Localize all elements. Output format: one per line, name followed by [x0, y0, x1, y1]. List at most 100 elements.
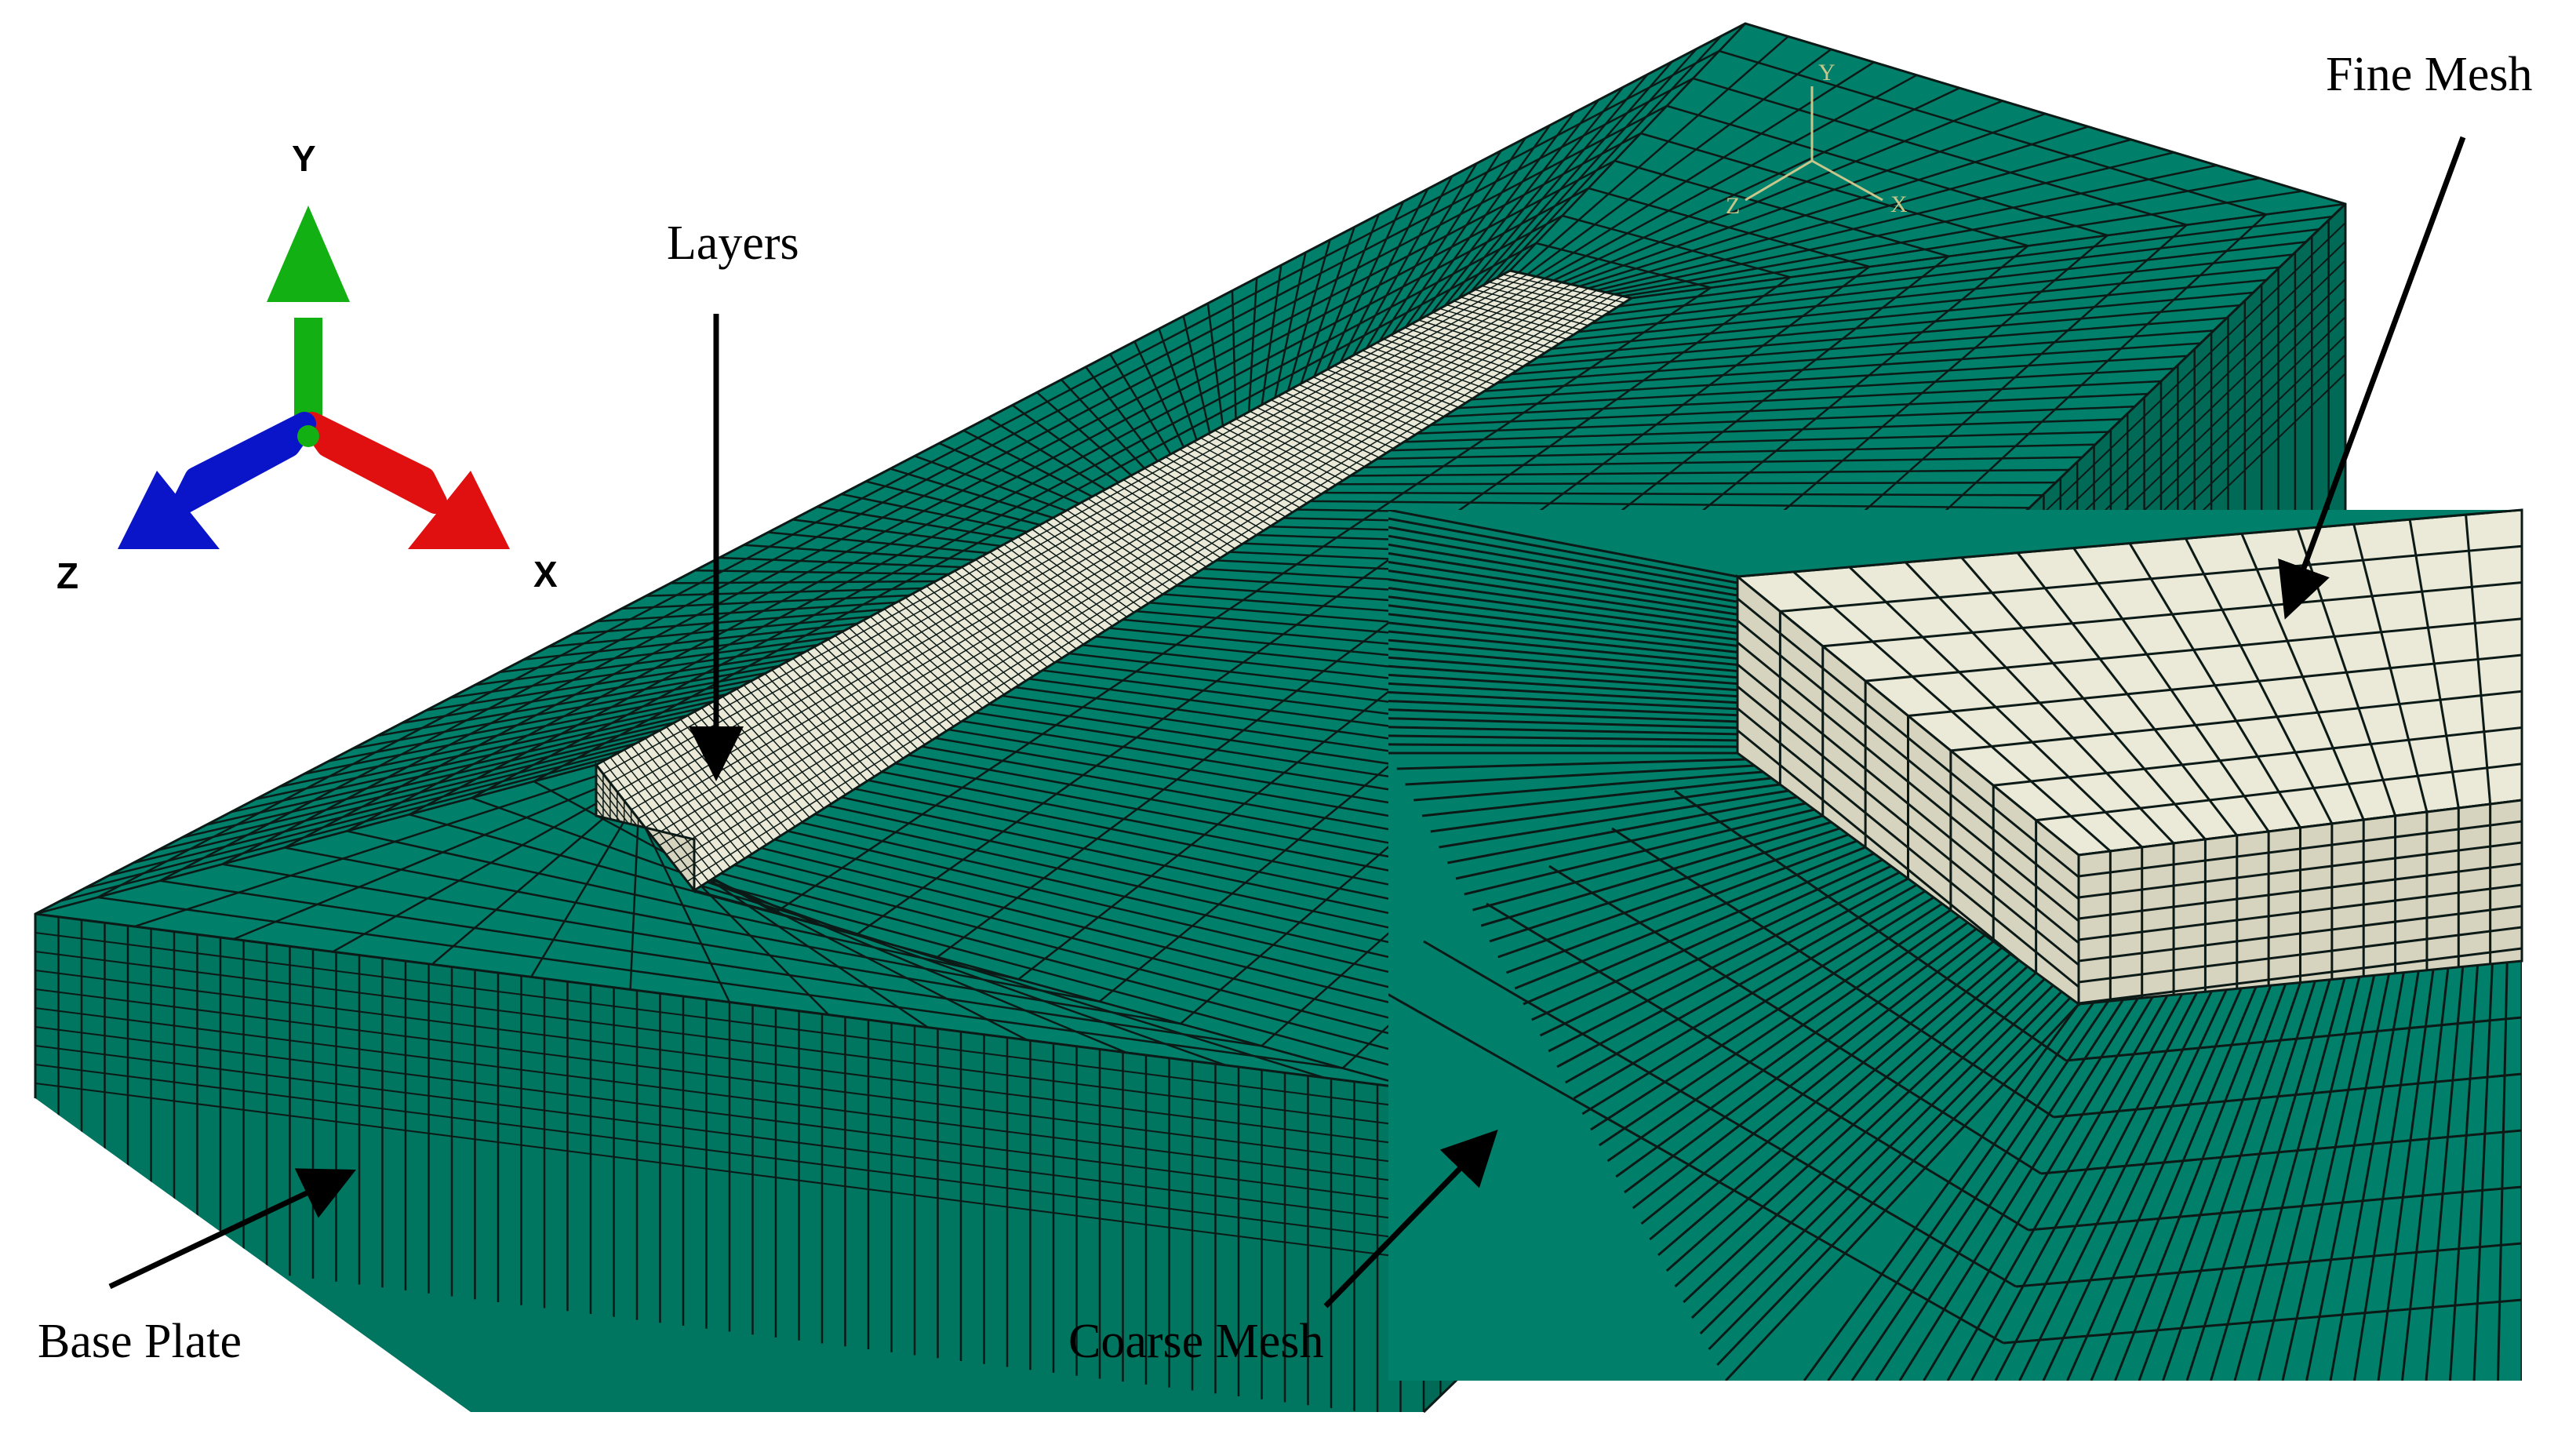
mesh-line [1443, 86, 1625, 307]
mesh-line [1596, 151, 2174, 292]
mesh-line [1737, 685, 2079, 966]
mesh-line [1457, 367, 2174, 409]
mesh-line [1443, 380, 2162, 418]
mesh-line [304, 686, 740, 775]
mesh-line [450, 643, 819, 699]
mesh-front-face [35, 914, 1424, 1412]
mesh-line [2114, 985, 2272, 1381]
mesh-line [865, 480, 1041, 526]
mesh-line [1875, 999, 2124, 1381]
mesh-line [1388, 621, 1738, 660]
mesh-line [352, 672, 766, 750]
mesh-line [1388, 691, 1738, 711]
mesh-line [1511, 317, 2228, 376]
mesh-line [1388, 700, 1738, 717]
mesh-line [133, 735, 649, 864]
mesh-line [744, 544, 975, 562]
small-triad-y-label: Y [1818, 60, 1836, 86]
mesh-line [1377, 443, 2096, 460]
mesh-line [694, 569, 949, 576]
mesh-line [1588, 187, 1870, 268]
mesh-line [230, 707, 701, 813]
coarse-mesh-zoom [1388, 510, 2522, 1381]
mesh-line [1388, 647, 1738, 679]
base-plate-label: Base Plate [38, 1315, 242, 1368]
mesh-line [2425, 966, 2465, 1381]
mesh-line [1423, 940, 2017, 1288]
mesh-line [1036, 391, 1133, 476]
mesh-line [346, 830, 1019, 981]
mesh-line [1719, 49, 2267, 216]
base-plate-arrow [108, 1168, 356, 1290]
z-axis-arrow [173, 412, 316, 514]
mesh-line [1632, 934, 1986, 1210]
mesh-line [621, 594, 910, 610]
mesh-line [1388, 743, 1738, 748]
mesh-line [1865, 617, 2522, 682]
mesh-line [1674, 789, 2067, 1062]
mesh-line [1591, 241, 2306, 325]
mesh-line [1496, 35, 1722, 278]
mesh-line [1539, 864, 1892, 1037]
mesh-line [2079, 820, 2522, 878]
x-axis-arrowhead [408, 471, 510, 549]
mesh-line [1388, 595, 1738, 641]
mesh-line [2040, 1129, 2522, 1175]
mesh-line [499, 629, 845, 674]
mesh-line [471, 214, 1563, 799]
mesh-line [1417, 406, 2135, 435]
mesh-line [679, 293, 1615, 873]
mesh-line [1657, 952, 2011, 1257]
mesh-line [1683, 971, 2037, 1304]
mesh-line [1388, 673, 1738, 698]
mesh-line [1898, 997, 2139, 1381]
mesh-line [645, 283, 1571, 828]
mesh-line [255, 700, 715, 801]
mesh-line [1548, 871, 1901, 1053]
mesh-line [1737, 641, 2079, 923]
fine-mesh-grid-side [2079, 800, 2522, 1004]
mesh-line [1993, 726, 2522, 787]
triad-origin [297, 425, 319, 447]
mesh-line [346, 159, 1615, 832]
mesh-line [1605, 164, 2218, 293]
mesh-line [817, 505, 1014, 540]
mesh-line [720, 872, 1450, 1066]
z-axis-arrowhead [118, 471, 220, 549]
mesh-line [617, 275, 1537, 792]
mesh-line [471, 797, 857, 936]
mesh-line [733, 864, 1464, 1054]
mesh-line [1388, 551, 1738, 610]
mesh-line [2258, 976, 2361, 1381]
mesh-line [1388, 639, 1738, 673]
mesh-line [1363, 456, 2083, 468]
mesh-line [1526, 48, 1832, 276]
mesh-line [914, 455, 1067, 512]
mesh-line [1640, 132, 2028, 247]
mesh-line [1535, 61, 1875, 278]
mesh-line [792, 519, 1002, 548]
mesh-line [652, 286, 1580, 838]
mesh-line [1994, 992, 2198, 1381]
mesh-line [1544, 74, 1918, 280]
mesh-line [1396, 758, 1746, 770]
mesh-line [1464, 808, 1815, 896]
mesh-line [2079, 883, 2522, 941]
mesh-line [768, 531, 988, 555]
mesh-line [97, 896, 1343, 1069]
mesh-line [1085, 366, 1159, 462]
mesh-line [672, 862, 1127, 1054]
mesh-line [159, 77, 1694, 882]
axis-triad: Y Z X [56, 138, 558, 596]
mesh-line [1614, 159, 1949, 257]
mesh-line [1439, 789, 1789, 849]
mesh-line [761, 846, 1490, 1028]
mesh-line [1061, 379, 1145, 469]
mesh-line [2497, 962, 2509, 1381]
mesh-line [1421, 777, 1772, 817]
mesh-line [2018, 990, 2213, 1381]
mesh-line [1403, 418, 2122, 443]
small-axis-triad: Y X Z [1726, 60, 1908, 219]
mesh-line [1430, 783, 1781, 833]
mesh-line [1548, 864, 2042, 1175]
